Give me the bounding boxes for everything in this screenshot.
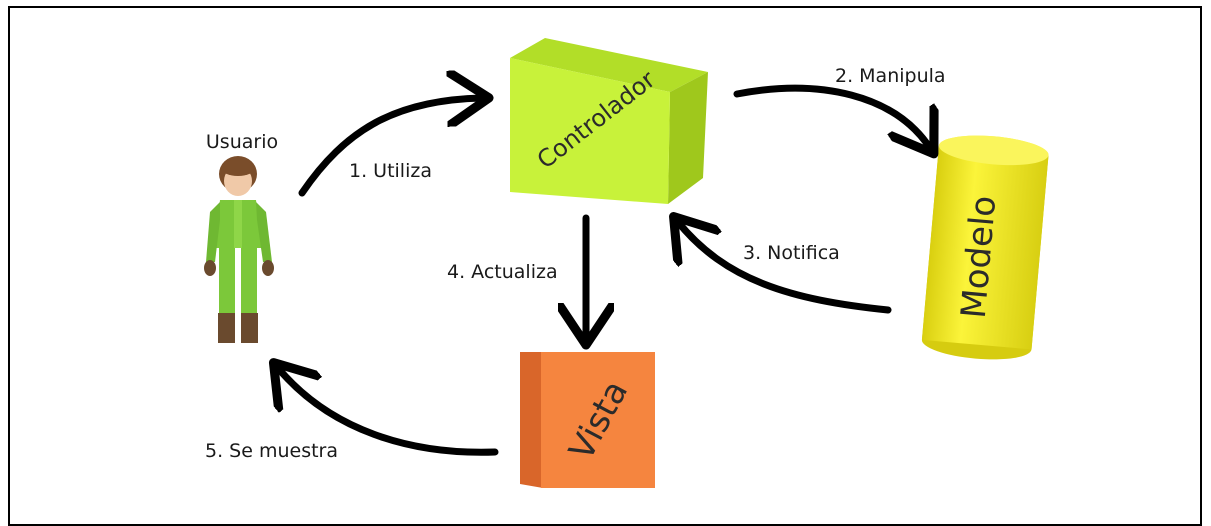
user-actor: Usuario: [204, 131, 278, 343]
edge-label-actualiza: 4. Actualiza: [447, 261, 558, 283]
model-node: Modelo: [921, 135, 1049, 360]
arrow-notifica: [678, 222, 892, 314]
edge-label-muestra: 5. Se muestra: [205, 440, 338, 462]
view-node: Vista: [520, 352, 655, 488]
arrow-utiliza: [298, 98, 482, 197]
actor-label: Usuario: [206, 131, 278, 153]
edge-label-notifica: 3. Notifica: [743, 242, 840, 264]
arrow-muestra: [278, 368, 499, 456]
edge-label-manipula: 2. Manipula: [835, 65, 946, 87]
edge-label-utiliza: 1. Utiliza: [349, 160, 432, 182]
controller-node: Controlador: [510, 38, 708, 204]
arrow-manipula: [733, 84, 930, 148]
mvc-diagram: Controlador Modelo Vista Usuario: [204, 38, 1049, 488]
